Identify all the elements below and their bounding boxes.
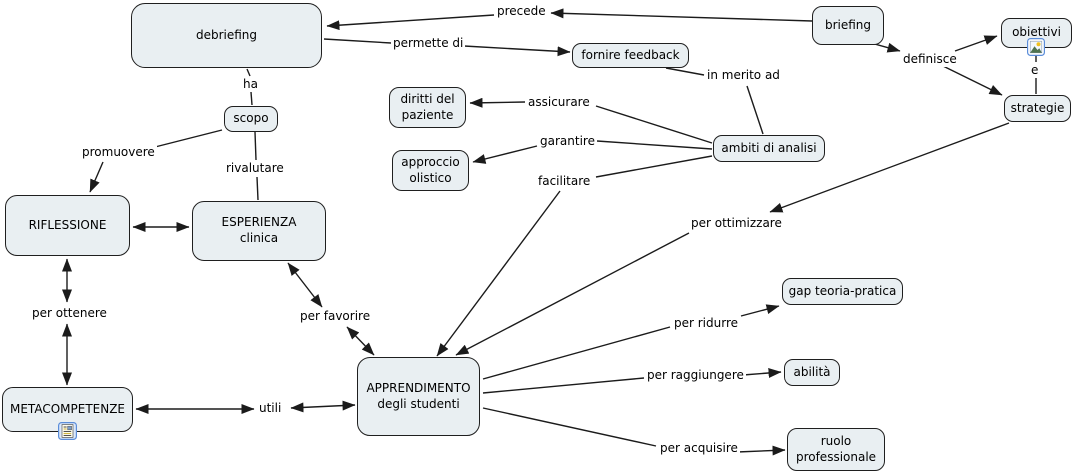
link-label-per-acquisire[interactable]: per acquisire xyxy=(658,441,740,456)
node-label: abilità xyxy=(793,364,831,379)
edge-line xyxy=(736,445,786,456)
link-label-ha[interactable]: ha xyxy=(241,77,260,92)
edge-line xyxy=(436,190,561,357)
link-label-precede[interactable]: precede xyxy=(495,4,548,19)
link-label-per-ridurre[interactable]: per ridurre xyxy=(672,316,741,331)
node-label: professionale xyxy=(795,449,877,464)
edge-line xyxy=(89,161,104,193)
edge-line xyxy=(742,367,782,378)
edge-line xyxy=(455,232,690,356)
node-debriefing[interactable]: debriefing xyxy=(131,3,322,68)
node-approccio-olistico[interactable]: approccio olistico xyxy=(392,150,469,191)
link-label-permette-di[interactable]: permette di xyxy=(391,36,466,51)
edge-line xyxy=(154,129,223,148)
node-label: debriefing xyxy=(195,27,258,42)
edge-line xyxy=(482,377,645,394)
node-ruolo-professionale[interactable]: ruolo professionale xyxy=(787,428,885,471)
link-label-definisce[interactable]: definisce xyxy=(901,52,959,67)
edge-line xyxy=(482,326,671,380)
node-label: briefing xyxy=(824,17,872,32)
edge-line xyxy=(595,155,713,178)
node-ambiti-di-analisi[interactable]: ambiti di analisi xyxy=(713,135,825,162)
link-label-utili[interactable]: utili xyxy=(257,401,284,416)
node-label: scopo xyxy=(233,111,269,126)
node-label: paziente xyxy=(401,107,454,122)
node-label: degli studenti xyxy=(377,396,460,411)
node-diritti-del-paziente[interactable]: diritti del paziente xyxy=(389,87,466,128)
edge-line xyxy=(596,140,713,150)
link-label-per-ottimizzare[interactable]: per ottimizzare xyxy=(689,216,784,231)
document-resource-icon[interactable] xyxy=(58,422,77,440)
edge-line xyxy=(463,45,571,57)
node-label: APPRENDIMENTO xyxy=(366,380,471,395)
node-esperienza-clinica[interactable]: ESPERIENZA clinica xyxy=(192,201,326,261)
node-label: diritti del xyxy=(400,91,455,106)
arrow-edges xyxy=(89,8,1010,456)
node-label: obiettivi xyxy=(1012,25,1061,40)
edge-line xyxy=(550,8,813,22)
edge-line xyxy=(740,304,780,317)
node-abilita[interactable]: abilità xyxy=(784,359,840,386)
edge-line xyxy=(326,14,495,31)
node-label: clinica xyxy=(239,231,279,245)
link-label-garantire[interactable]: garantire xyxy=(538,134,597,149)
node-label: METACOMPETENZE xyxy=(9,401,126,416)
edge-line xyxy=(287,262,323,308)
link-label-per-raggiungere[interactable]: per raggiungere xyxy=(645,368,746,383)
link-label-facilitare[interactable]: facilitare xyxy=(536,174,593,189)
edge-line xyxy=(469,97,526,108)
double-arrow-edges xyxy=(62,222,375,414)
node-label: ruolo xyxy=(820,433,852,448)
edge-line xyxy=(472,145,538,164)
edge-line xyxy=(346,326,375,356)
image-resource-icon[interactable] xyxy=(1027,38,1045,56)
node-riflessione[interactable]: RIFLESSIONE xyxy=(5,195,130,256)
edge-line xyxy=(250,91,253,106)
edge-line xyxy=(769,122,1010,213)
node-fornire-feedback[interactable]: fornire feedback xyxy=(572,43,689,68)
node-gap-teoria-pratica[interactable]: gap teoria-pratica xyxy=(782,278,903,305)
link-label-per-ottenere[interactable]: per ottenere xyxy=(30,306,109,321)
edge-line xyxy=(246,68,251,77)
node-briefing[interactable]: briefing xyxy=(812,6,884,45)
node-strategie[interactable]: strategie xyxy=(1004,95,1071,122)
edge-line xyxy=(254,131,257,161)
node-label: gap teoria-pratica xyxy=(788,283,897,298)
node-label: ambiti di analisi xyxy=(721,140,817,155)
edge-line xyxy=(746,85,764,135)
node-label: fornire feedback xyxy=(581,47,680,62)
node-label: RIFLESSIONE xyxy=(28,217,107,232)
node-apprendimento-degli-studenti[interactable]: APPRENDIMENTO degli studenti xyxy=(357,357,480,436)
edge-line xyxy=(482,407,657,447)
edge-line xyxy=(323,38,392,44)
edge-line xyxy=(290,400,356,413)
link-label-rivalutare[interactable]: rivalutare xyxy=(224,161,286,176)
node-label: strategie xyxy=(1010,100,1065,115)
edge-line xyxy=(954,35,998,52)
link-label-e[interactable]: e xyxy=(1029,63,1041,78)
node-label: olistico xyxy=(409,170,452,185)
link-label-in-merito-ad[interactable]: in merito ad xyxy=(705,68,782,83)
node-label: ESPERIENZA xyxy=(221,215,297,230)
link-label-per-favorire[interactable]: per favorire xyxy=(298,309,373,324)
edge-line xyxy=(595,105,713,144)
plain-edges xyxy=(154,38,1037,447)
link-label-promuovere[interactable]: promuovere xyxy=(80,145,157,160)
edge-line xyxy=(256,176,259,201)
node-scopo[interactable]: scopo xyxy=(224,106,278,132)
node-label: approccio xyxy=(401,154,460,169)
link-label-assicurare[interactable]: assicurare xyxy=(526,95,592,110)
edge-line xyxy=(942,65,1003,96)
edge-line xyxy=(665,67,705,76)
